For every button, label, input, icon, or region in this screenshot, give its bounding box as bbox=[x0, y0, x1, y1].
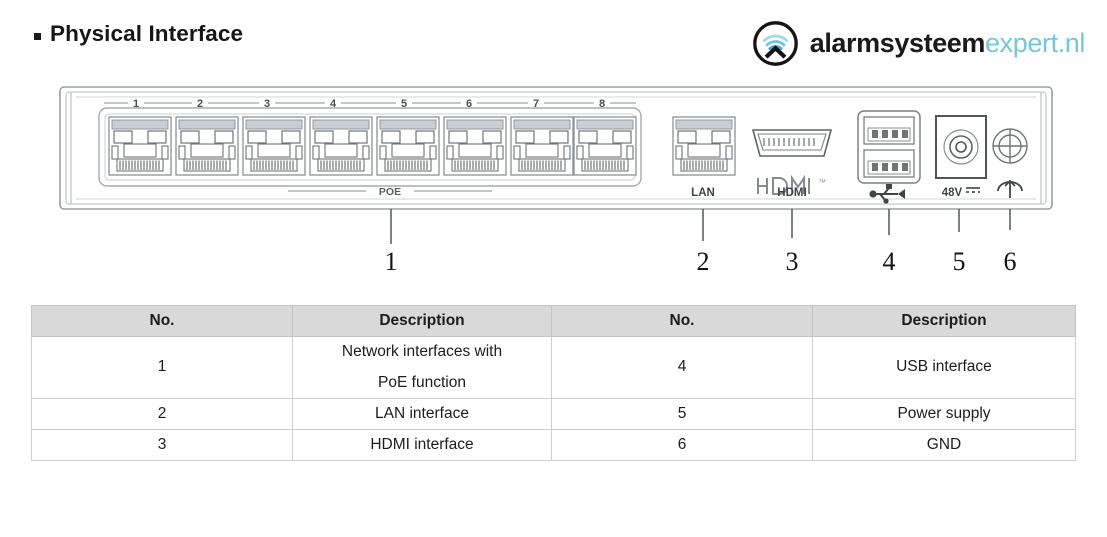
column-header-no-right: No. bbox=[551, 305, 813, 337]
cell-no-4: 4 bbox=[551, 336, 813, 399]
hdmi-trademark-symbol: ™ bbox=[818, 178, 826, 187]
cell-desc-6: GND bbox=[812, 429, 1076, 461]
brand-logo-text: alarmsysteemexpert.nl bbox=[809, 28, 1086, 58]
cell-desc-3: HDMI interface bbox=[292, 429, 552, 461]
callout-number-5: 5 bbox=[953, 247, 966, 276]
usb-icon bbox=[869, 184, 905, 204]
page-title-group: Physical Interface bbox=[34, 21, 244, 46]
callout-number-2: 2 bbox=[697, 247, 710, 276]
poe-port-number-2: 2 bbox=[197, 98, 203, 110]
lan-port-group: LAN bbox=[672, 116, 736, 199]
page-title: Physical Interface bbox=[50, 21, 244, 46]
callout-number-6: 6 bbox=[1004, 247, 1017, 276]
power-jack-group: 48V bbox=[935, 115, 987, 199]
poe-port-number-3: 3 bbox=[264, 98, 270, 110]
interface-legend-table: No. Description No. Description 1 Networ… bbox=[31, 305, 1076, 461]
dc-symbol bbox=[966, 187, 980, 193]
table-row: 3 HDMI interface 6 GND bbox=[31, 429, 1076, 461]
hdmi-port-group: ™ HDMI bbox=[751, 129, 833, 199]
cell-desc-5: Power supply bbox=[812, 398, 1076, 430]
cell-no-1: 1 bbox=[31, 336, 293, 399]
cell-no-5: 5 bbox=[551, 398, 813, 430]
lan-label: LAN bbox=[691, 187, 715, 199]
ground-terminal-group bbox=[992, 128, 1028, 198]
column-header-desc-left: Description bbox=[292, 305, 552, 337]
callout-number-1: 1 bbox=[385, 247, 398, 276]
cell-desc-1-line2: PoE function bbox=[378, 373, 466, 391]
table-header-row: No. Description No. Description bbox=[31, 305, 1076, 337]
wifi-signal-circle-icon bbox=[752, 21, 798, 66]
cell-desc-2: LAN interface bbox=[292, 398, 552, 430]
column-header-no-left: No. bbox=[31, 305, 293, 337]
table-row: 2 LAN interface 5 Power supply bbox=[31, 398, 1076, 430]
hdmi-connector bbox=[751, 129, 833, 157]
poe-port-number-1: 1 bbox=[133, 98, 139, 110]
callout-group: 1 2 3 4 5 6 bbox=[385, 209, 1017, 276]
brand-name-secondary: expert.nl bbox=[985, 28, 1085, 58]
poe-port-block: 1 2 3 4 5 6 7 8 POE bbox=[98, 98, 642, 198]
cell-no-6: 6 bbox=[551, 429, 813, 461]
cell-no-2: 2 bbox=[31, 398, 293, 430]
callout-number-3: 3 bbox=[786, 247, 799, 276]
table-row: 1 Network interfaces with PoE function 4… bbox=[31, 336, 1076, 399]
power-voltage-label: 48V bbox=[942, 187, 963, 199]
cell-desc-1-line1: Network interfaces with bbox=[341, 343, 503, 361]
brand-logo: alarmsysteemexpert.nl bbox=[752, 20, 1085, 67]
poe-port-number-7: 7 bbox=[533, 98, 539, 110]
poe-port-number-6: 6 bbox=[466, 98, 472, 110]
page-header: Physical Interface alarmsysteemexpert.nl bbox=[0, 0, 1107, 80]
hdmi-label: HDMI bbox=[777, 187, 806, 199]
callout-number-4: 4 bbox=[883, 247, 896, 276]
ground-icon bbox=[997, 179, 1023, 198]
brand-name-primary: alarmsysteem bbox=[809, 28, 986, 58]
poe-port-number-8: 8 bbox=[599, 98, 605, 110]
poe-group-label: POE bbox=[379, 186, 401, 198]
column-header-desc-right: Description bbox=[812, 305, 1076, 337]
poe-port-number-5: 5 bbox=[401, 98, 407, 110]
cell-desc-1: Network interfaces with PoE function bbox=[292, 336, 552, 399]
usb-port-group bbox=[857, 110, 921, 204]
square-bullet-icon bbox=[34, 32, 41, 40]
poe-port-number-4: 4 bbox=[330, 98, 337, 110]
cell-desc-4: USB interface bbox=[812, 336, 1076, 399]
cell-no-3: 3 bbox=[31, 429, 293, 461]
device-rear-panel-diagram: 1 2 3 4 5 6 7 8 POE LAN bbox=[0, 78, 1107, 290]
